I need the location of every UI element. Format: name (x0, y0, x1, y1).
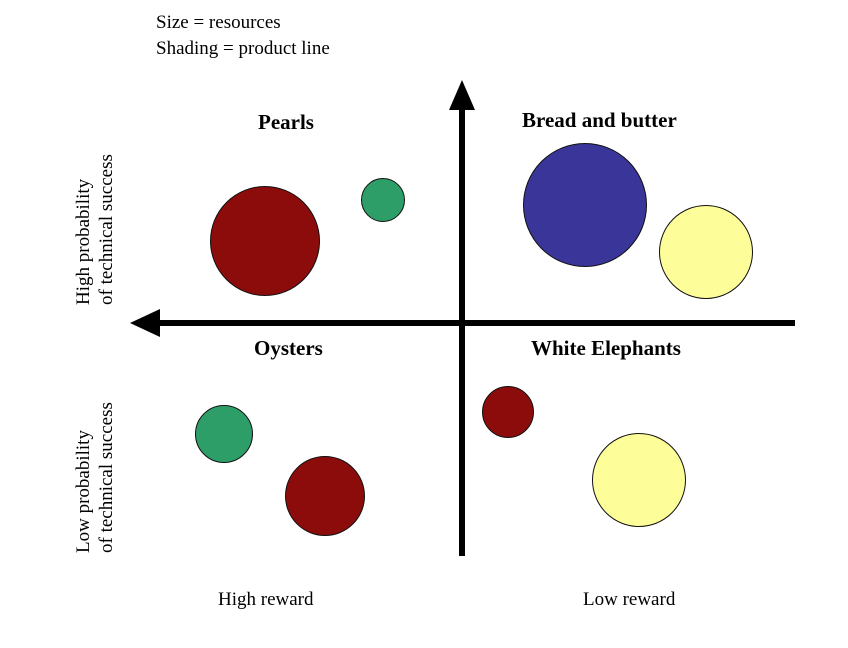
y-axis-label-high-line1: High probability (73, 178, 94, 305)
x-axis-label-high-reward: High reward (218, 589, 314, 610)
y-axis-label-low-probability: Low probability of technical success (72, 402, 118, 553)
bubble-white-red (482, 386, 534, 438)
y-axis-label-high-line2: of technical success (96, 154, 117, 305)
quadrant-label-pearls: Pearls (258, 110, 314, 134)
y-axis-label-low-line2: of technical success (96, 402, 117, 553)
quadrant-label-bread-and-butter: Bread and butter (522, 108, 677, 132)
bubble-bread-yellow (659, 205, 753, 299)
bubble-pearls-green (361, 178, 405, 222)
y-axis-label-high-probability: High probability of technical success (72, 154, 118, 305)
x-axis-label-low-reward: Low reward (583, 589, 676, 610)
bubble-pearls-red (210, 186, 320, 296)
quadrant-label-white-elephants: White Elephants (531, 336, 681, 360)
bubble-bread-blue (523, 143, 647, 267)
legend-size-line: Size = resources (156, 12, 281, 33)
bubble-oysters-red (285, 456, 365, 536)
chart-legend: Size = resources Shading = product line (156, 10, 330, 62)
y-axis-label-low-line1: Low probability (73, 430, 94, 553)
vertical-axis (449, 80, 475, 556)
up-arrow-icon (449, 80, 475, 110)
quadrant-label-oysters: Oysters (254, 336, 323, 360)
left-arrow-icon (130, 309, 160, 337)
legend-shading-line: Shading = product line (156, 38, 330, 59)
bubble-oysters-green (195, 405, 253, 463)
horizontal-axis (130, 309, 795, 337)
bubble-white-yellow (592, 433, 686, 527)
